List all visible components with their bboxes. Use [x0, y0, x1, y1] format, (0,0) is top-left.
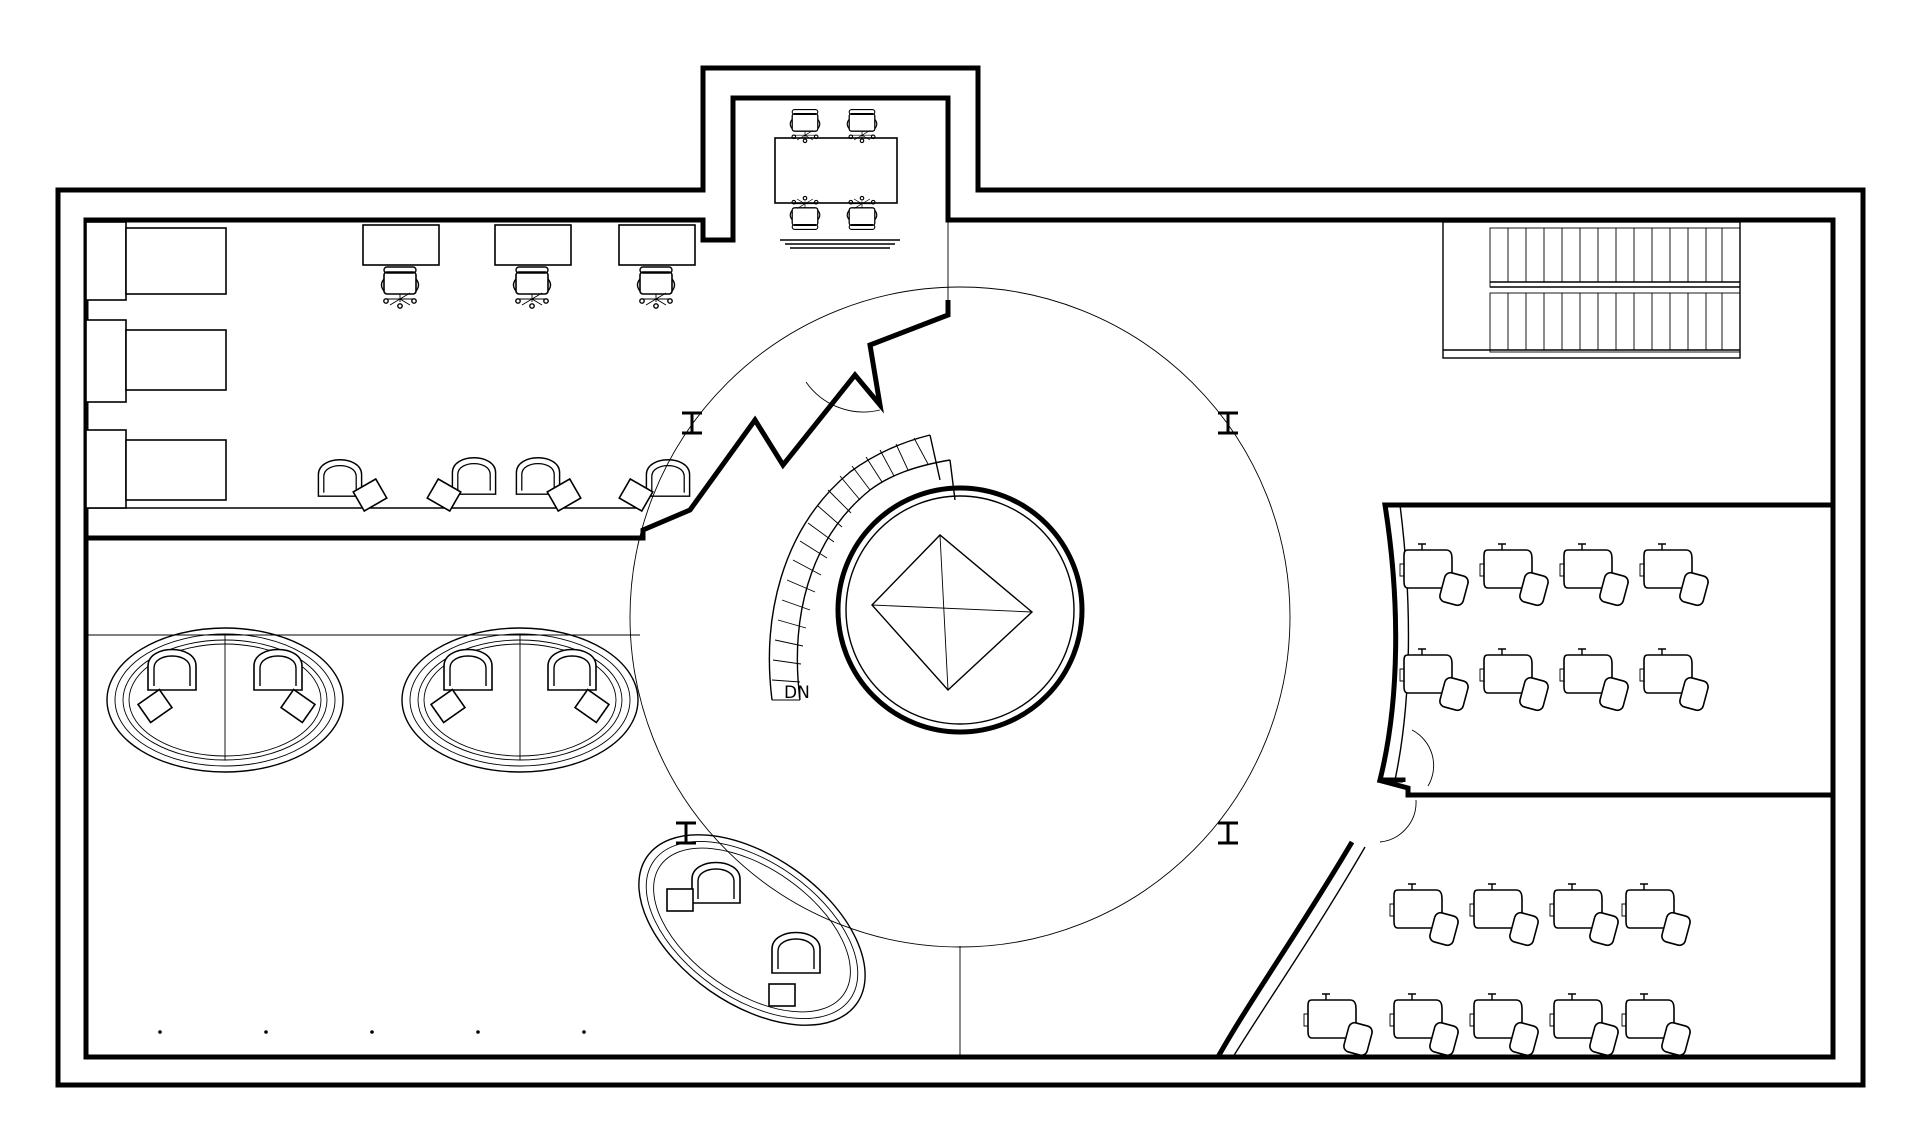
grand-stair [1442, 221, 1741, 359]
columns [676, 411, 1238, 845]
outer-wall [55, 65, 1866, 1088]
doors [805, 381, 1435, 843]
meeting-table [774, 137, 898, 204]
office-partition-wall [86, 300, 951, 541]
classroom-2-seating [1303, 883, 1693, 1058]
spiral-stair: DN [768, 434, 956, 703]
desks [362, 224, 696, 310]
rotunda [629, 286, 1291, 948]
meeting-room [774, 108, 900, 249]
study-pods [86, 627, 866, 1026]
classroom-1-seating [1399, 543, 1711, 713]
lounge-seating [317, 457, 691, 512]
inner-wall [83, 95, 1836, 1060]
floor-markers [158, 1030, 586, 1034]
stair-down-label: DN [784, 683, 810, 703]
classroom-walls [1215, 502, 1833, 1059]
sofas [85, 221, 227, 509]
